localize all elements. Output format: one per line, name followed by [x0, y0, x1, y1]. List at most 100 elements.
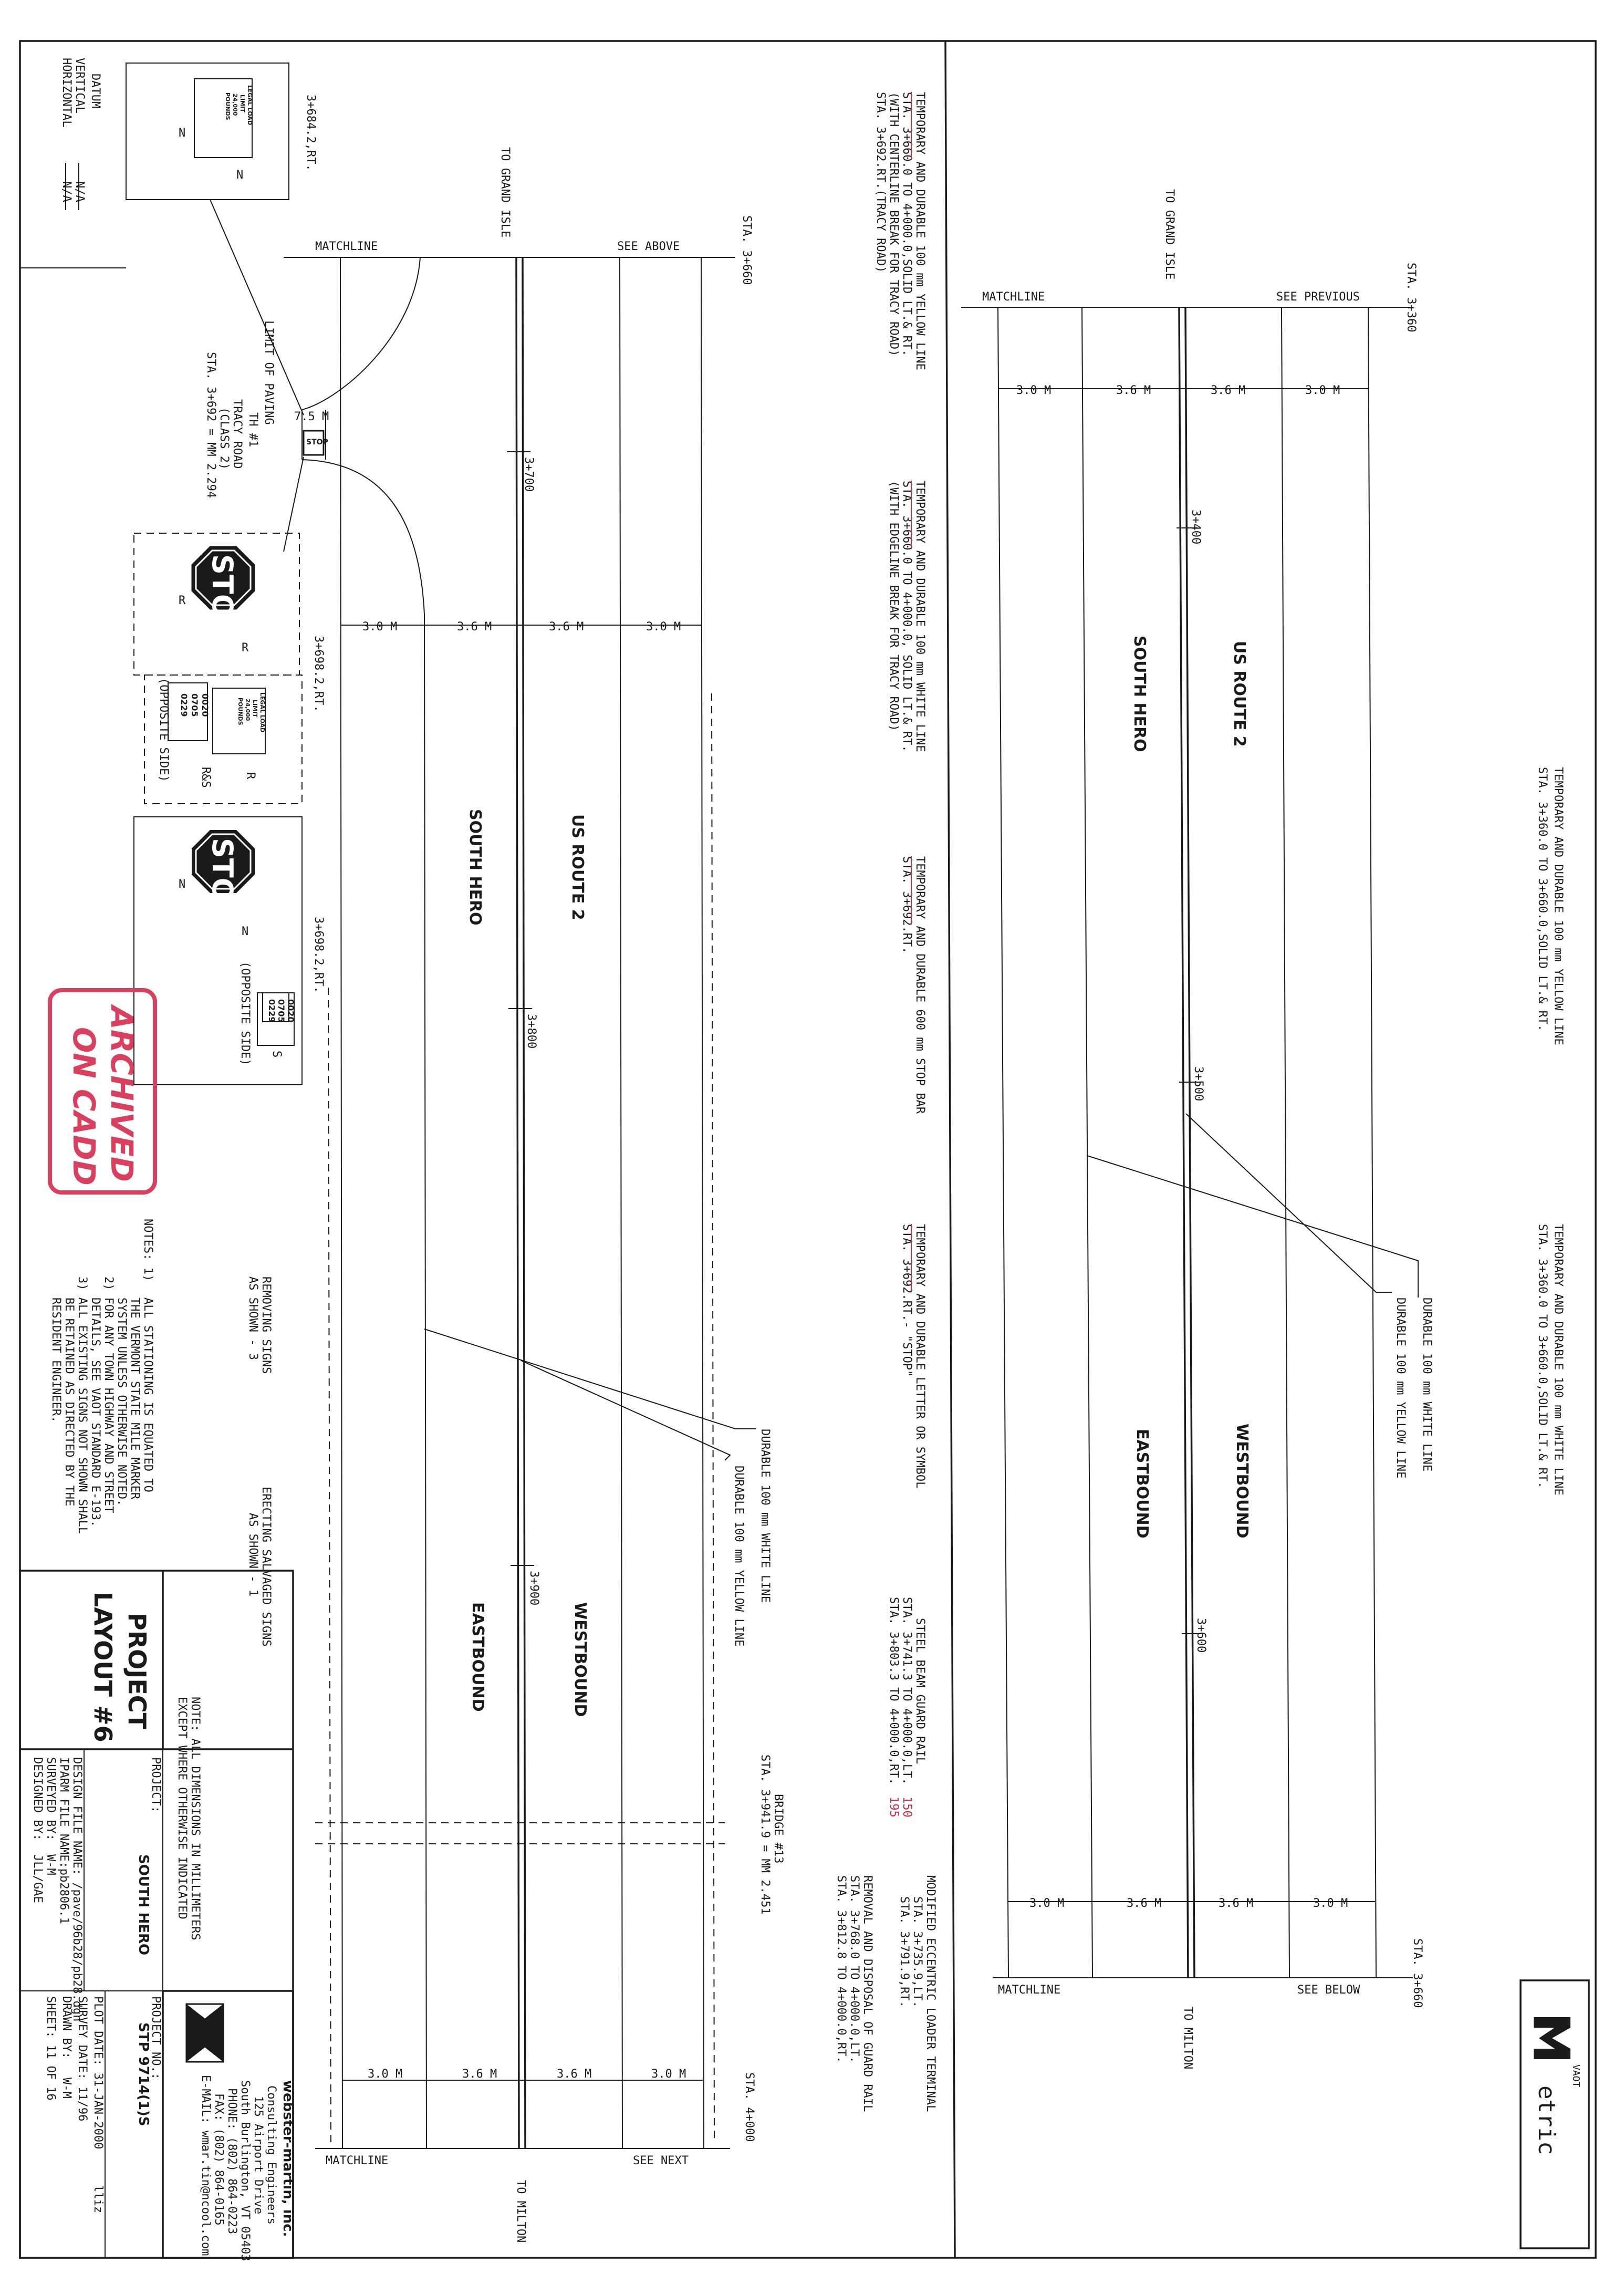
sta-3660-left: STA. 3+660: [740, 215, 753, 285]
durable-yellow-note: DURABLE 100 mm YELLOW LINE: [1394, 1297, 1407, 1478]
svg-text:STEEL BEAM GUARD RAIL: STEEL BEAM GUARD RAIL: [913, 1618, 926, 1764]
stop-sign-icon-2: [192, 830, 255, 893]
svg-text:STA. 3+735.9,LT.: STA. 3+735.9,LT.: [911, 1896, 924, 2008]
svg-text:STA. 3+741.3 TO 4+000.0,LT.: STA. 3+741.3 TO 4+000.0,LT.: [900, 1597, 913, 1785]
sta-3360-label: STA. 3+360: [1404, 263, 1418, 332]
sheet-divider: [944, 40, 956, 2258]
svg-text:R: R: [242, 641, 249, 655]
svg-text:0020: 0020: [286, 999, 296, 1023]
dim-upper-3: 3.6 M: [1211, 384, 1245, 397]
svg-text:24,000: 24,000: [244, 699, 251, 721]
svg-text:RESIDENT ENGINEER.: RESIDENT ENGINEER.: [49, 1297, 63, 1423]
see-above-label: SEE ABOVE: [617, 240, 680, 253]
svg-text:ARCHIVED: ARCHIVED: [104, 1004, 140, 1182]
surveyed-by: SURVEYED BY:: [44, 1757, 57, 1841]
svg-text:R&S: R&S: [199, 767, 212, 788]
station-3500: 3+500: [1192, 1066, 1205, 1101]
svg-text:TEMPORARY AND DURABLE 600 mm S: TEMPORARY AND DURABLE 600 mm STOP BAR: [913, 856, 926, 1114]
see-next-label: SEE NEXT: [633, 2154, 689, 2167]
road-width: 7.5 M: [294, 410, 329, 423]
see-previous-label: SEE PREVIOUS: [1276, 290, 1360, 304]
westbound-lower: WESTBOUND: [571, 1602, 589, 1717]
sta-4000-left: STA. 4+000: [743, 2072, 756, 2142]
limit-paving: LIMIT OF PAVING: [262, 320, 275, 425]
dim-left-4: 3.0 M: [646, 620, 681, 634]
upper-roadway-plan: [961, 307, 1419, 1978]
dim-lower-3: 3.6 M: [1219, 1897, 1253, 1910]
project-no: STP 9714(1)S: [136, 2022, 151, 2126]
sign-legal-load-upper: 3+684.2,RT. LEGAL LOAD LIMIT 24,000 POUN…: [126, 63, 317, 200]
svg-text:NOTES: 1): NOTES: 1): [141, 1219, 154, 1281]
station-3900: 3+900: [527, 1571, 540, 1605]
leader-yellow-lower: DURABLE 100 mm YELLOW LINE: [732, 1466, 745, 1646]
svg-text:150: 150: [900, 1797, 913, 1818]
svg-text:0229: 0229: [179, 693, 189, 717]
dimension-note: NOTE: ALL DIMENSIONS IN MILLIMETERS EXCE…: [175, 1697, 202, 1940]
svg-text:(OPPOSITE SIDE): (OPPOSITE SIDE): [238, 961, 252, 1066]
project-label: PROJECT:: [149, 1757, 162, 1813]
surveyed-val: W-M: [44, 1854, 57, 1875]
project-no-label: PROJECT NO.:: [149, 1996, 162, 2080]
lower-matchline-label: MATCHLINE: [998, 1984, 1060, 1997]
drawn-by: DRAWN BY:: [60, 1996, 73, 2059]
svg-text:LIMIT: LIMIT: [252, 700, 258, 718]
svg-text:VERTICAL: VERTICAL: [73, 58, 86, 113]
svg-text:R: R: [179, 594, 186, 607]
svg-text:N: N: [236, 169, 243, 182]
left-matchline-bottom: MATCHLINE: [326, 2154, 388, 2167]
route-label-lower: US ROUTE 2: [568, 814, 587, 920]
svg-text:(OPPOSITE SIDE): (OPPOSITE SIDE): [157, 678, 170, 782]
note-guard-rail: STEEL BEAM GUARD RAIL STA. 3+741.3 TO 4+…: [887, 1597, 926, 1818]
svg-text:STA. 3+791.9,RT.: STA. 3+791.9,RT.: [898, 1896, 911, 2008]
route-label-upper: US ROUTE 2: [1230, 641, 1248, 747]
stop-sign-icon: [191, 546, 255, 610]
temp-yellow-note-upper-2: STA. 3+360.0 TO 3+660.0,SOLID LT.& RT.: [1536, 767, 1549, 1031]
temp-white-note-upper: TEMPORARY AND DURABLE 100 mm WHITE LINE: [1552, 1224, 1565, 1496]
westbound-upper: WESTBOUND: [1233, 1424, 1251, 1538]
sta-3660-label: STA. 3+660: [1411, 1938, 1424, 2008]
firm-name: webster-martin, inc.: [280, 2080, 296, 2237]
station-3400: 3+400: [1189, 510, 1202, 544]
bridge-1: BRIDGE #13: [772, 1794, 785, 1863]
svg-text:(WITH EDGELINE BREAK FOR TRACY: (WITH EDGELINE BREAK FOR TRACY ROAD): [887, 481, 900, 731]
sheet-border: [19, 40, 1597, 2259]
firm-block: webster-martin, inc. Consulting Engineer…: [162, 1990, 296, 2261]
tracy-3: STA. 3+692 = MM 2.294: [204, 352, 217, 498]
metric-logo: VAOT etric: [1519, 1979, 1590, 2249]
dim-left-6: 3.6 M: [462, 2068, 497, 2081]
to-grand-isle-lower: TO GRAND ISLE: [498, 147, 512, 237]
project-name: SOUTH HERO: [136, 1854, 151, 1955]
dim-left-3: 3.6 M: [549, 620, 584, 634]
note-terminal: MODIFIED ECCENTRIC LOADER TERMINAL STA. …: [898, 1875, 937, 2112]
svg-text:NOTE: ALL DIMENSIONS IN MILLIM: NOTE: ALL DIMENSIONS IN MILLIMETERS: [189, 1697, 202, 1940]
svg-text:3+698.2,RT.: 3+698.2,RT.: [312, 636, 325, 712]
general-notes: NOTES: 1) ALL STATIONING IS EQUATED TO T…: [49, 1219, 154, 1534]
svg-text:3) ALL EXISTING SIGNS NOT SHO: 3) ALL EXISTING SIGNS NOT SHOWN SHALL: [76, 1276, 89, 1534]
svg-text:DETAILS, SEE VAOT STANDARD E-1: DETAILS, SEE VAOT STANDARD E-193.: [89, 1297, 102, 1527]
town-label-lower: SOUTH HERO: [466, 809, 484, 926]
svg-text:HORIZONTAL: HORIZONTAL: [60, 58, 73, 127]
svg-text:South Burlington, VT 05403: South Burlington, VT 05403: [238, 2080, 252, 2261]
project-layout-1: PROJECT: [123, 1613, 151, 1730]
to-milton-lower: TO MILTON: [514, 2180, 527, 2243]
dim-lower-4: 3.0 M: [1313, 1897, 1348, 1910]
temp-white-note-upper-2: STA. 3+360.0 TO 3+660.0,SOLID LT.& RT.: [1536, 1224, 1549, 1488]
svg-text:Consulting Engineers: Consulting Engineers: [265, 2085, 278, 2225]
dim-left-2: 3.6 M: [457, 620, 492, 634]
design-file: DESIGN FILE NAME: /pave/96b28/pb28.dgn: [70, 1757, 84, 2021]
tracy-2: (CLASS 2): [217, 407, 231, 470]
durable-white-note: DURABLE 100 mm WHITE LINE: [1420, 1297, 1433, 1471]
svg-text:AS SHOWN - 3: AS SHOWN - 3: [246, 1276, 259, 1360]
dim-upper-1: 3.0 M: [1016, 384, 1051, 397]
firm-logo-icon: [185, 2003, 224, 2063]
station-3600: 3+600: [1194, 1618, 1207, 1653]
svg-text:LIMIT: LIMIT: [239, 95, 246, 112]
note-white-line: TEMPORARY AND DURABLE 100 mm WHITE LINE …: [887, 481, 926, 752]
eastbound-lower: EASTBOUND: [469, 1602, 487, 1712]
sign-group-dashed: STOP R R LEGAL LOAD LIMIT 24,000 POUNDS …: [133, 533, 325, 804]
svg-text:0229: 0229: [267, 999, 277, 1023]
svg-text:POUNDS: POUNDS: [237, 698, 244, 725]
metric-text: etric: [1533, 2085, 1560, 2155]
svg-text:REMOVING SIGNS: REMOVING SIGNS: [259, 1276, 273, 1374]
